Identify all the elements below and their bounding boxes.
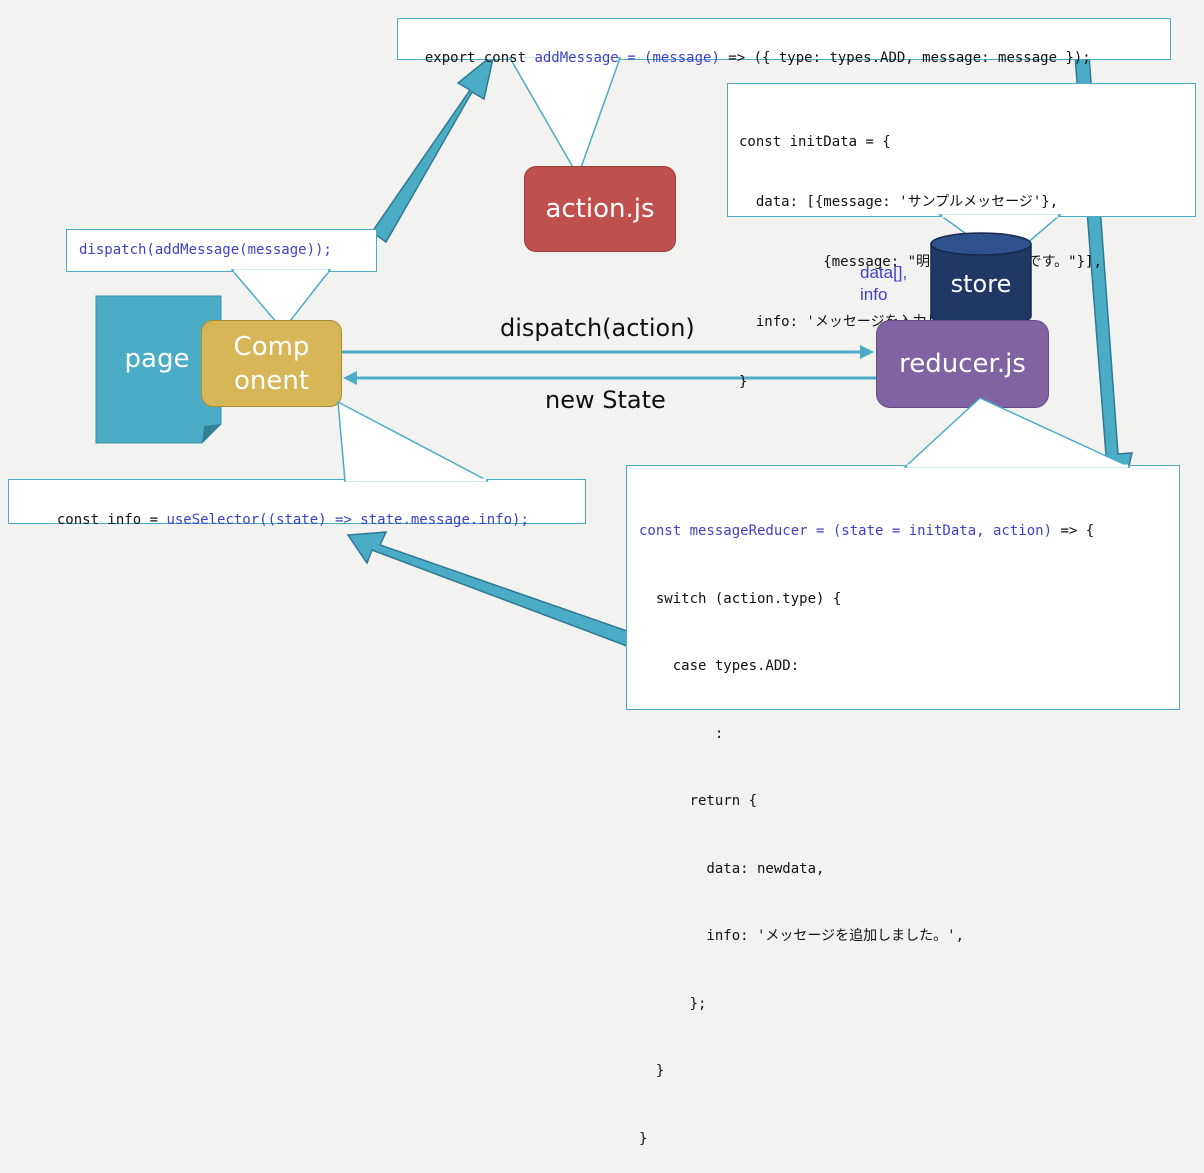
store-label: store (950, 270, 1012, 298)
export-code-part1: export const (424, 50, 535, 66)
component-box: Comp onent (201, 320, 342, 407)
reducer-callout-tail (903, 397, 1131, 468)
selector-code: const info = useSelector((state) => stat… (40, 490, 529, 530)
component-label-line2: onent (233, 365, 310, 396)
reducer-box: reducer.js (876, 320, 1049, 408)
reducer-label: reducer.js (899, 349, 1026, 379)
export-callout-tail (508, 57, 622, 178)
page-label: page (124, 344, 190, 374)
reducer-code-line: }; (639, 995, 707, 1012)
new-state-arrow-head (343, 371, 357, 385)
reducer-code-line1-rest: => { (1052, 523, 1095, 539)
dispatch-arrow-head (860, 345, 874, 359)
reducer-code-line: data: newdata, (639, 860, 825, 877)
reducer-code-line: case types.ADD: (639, 658, 800, 674)
store-data-label: data[], info (860, 262, 907, 306)
new-state-edge-label: new State (545, 386, 666, 414)
initdata-callout (727, 83, 1196, 217)
reducer-code-line: switch (action.type) { (639, 590, 842, 607)
selector-callout (8, 479, 586, 524)
export-code: export const addMessage = (message) => (… (408, 28, 1091, 68)
reducer-code: const messageReducer = (state = initData… (639, 475, 1094, 1173)
dispatch-code: dispatch(addMessage(message)); (79, 242, 332, 258)
reducer-code-line: } (639, 1130, 648, 1147)
reducer-code-line1-blue: const messageReducer = (state = initData… (639, 523, 1053, 539)
component-label-line1: Comp (233, 331, 310, 362)
store-data-label-line1: data[], (860, 263, 908, 282)
action-box: action.js (524, 166, 676, 252)
reducer-code-line: info: 'メッセージを追加しました。', (639, 928, 965, 944)
reducer-code-line: : (639, 725, 724, 742)
arrow-reducer-to-selector (346, 531, 635, 647)
dispatch-callout-tail (230, 269, 332, 332)
store-data-label-line2: info (860, 285, 888, 304)
reducer-code-line: return { (639, 793, 758, 809)
page-fold (202, 424, 221, 443)
reducer-code-line: } (639, 1063, 665, 1079)
export-code-part2: addMessage = (message) (534, 50, 720, 66)
initdata-line: } (739, 374, 748, 390)
arrow-component-to-export (370, 52, 496, 244)
dispatch-callout (66, 229, 377, 272)
action-label: action.js (545, 194, 655, 224)
initdata-line: const initData = { (739, 134, 891, 150)
reducer-callout (626, 465, 1180, 710)
selector-code-part1: const info = (56, 512, 167, 528)
reducer-code-line1: const messageReducer = (state = initData… (639, 520, 1094, 543)
dispatch-edge-label: dispatch(action) (500, 314, 695, 342)
selector-code-part2: useSelector((state) => state.message.inf… (166, 512, 529, 528)
export-code-part3: => ({ type: types.ADD, message: message … (719, 50, 1091, 66)
export-callout (397, 18, 1171, 60)
initdata-line: data: [{message: 'サンプルメッセージ'}, (739, 194, 1059, 210)
selector-callout-tail (337, 400, 489, 482)
